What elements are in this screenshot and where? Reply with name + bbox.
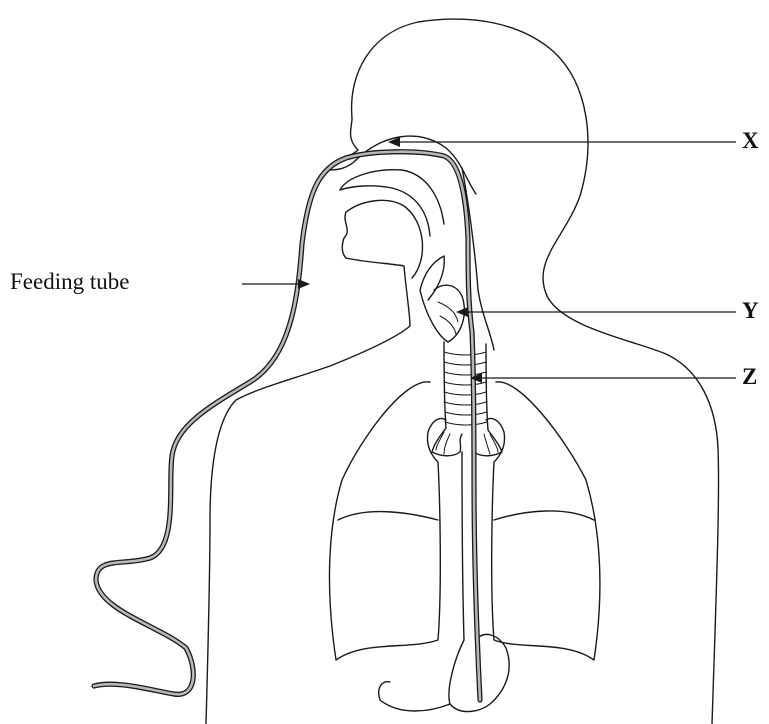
duodenum [379,682,450,711]
pointer-feeding-tube [242,279,310,289]
feeding-tube [94,152,480,700]
head-outline [352,19,719,724]
label-z: Z [742,364,757,390]
pointer-y [456,307,736,317]
feeding-tube-outline [94,152,480,700]
lower-lip [342,212,347,258]
right-lung [486,382,600,660]
bronchus-rings [436,432,498,454]
larynx [420,285,464,342]
trachea-rings [444,352,487,425]
oesophagus-left [462,452,464,640]
left-lung [329,382,446,660]
soft-palate [340,186,430,236]
label-x: X [742,128,759,154]
vocal-folds [438,302,458,334]
neck-front-outline [206,258,410,724]
diaphragm [338,511,594,520]
trachea-wall-right [486,344,488,430]
epiglottis [420,256,444,300]
tongue [346,200,422,278]
pointer-z [470,373,736,383]
label-y: Y [742,298,759,324]
hard-palate [340,170,444,224]
pointer-x [388,137,736,147]
trachea-wall-left [444,342,446,428]
label-feeding-tube: Feeding tube [10,269,129,295]
